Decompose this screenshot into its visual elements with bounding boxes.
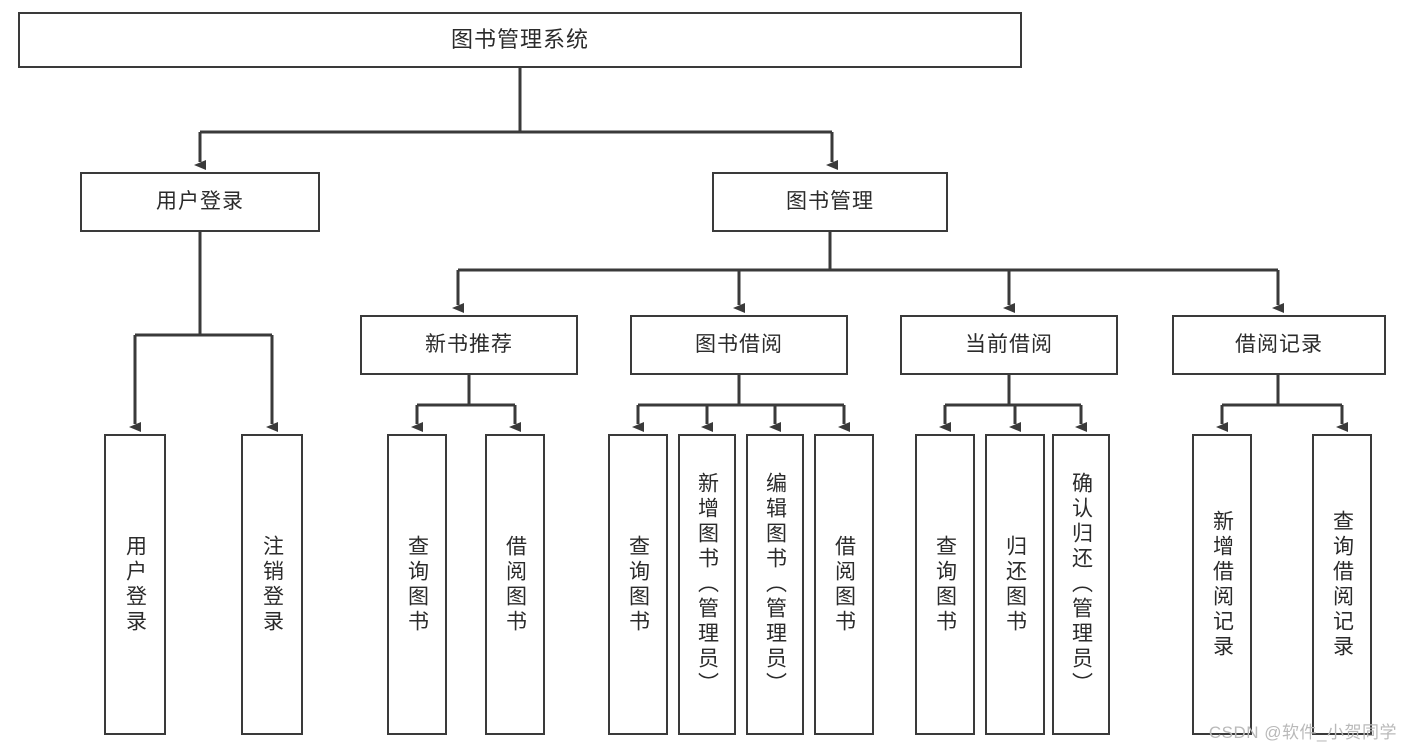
- node-current-borrow[interactable]: 当前借阅: [900, 315, 1118, 375]
- node-current-borrow-label: 当前借阅: [965, 332, 1053, 356]
- node-cb-return-book-label: 归还图书: [1003, 534, 1027, 635]
- node-nb-query-book[interactable]: 查询图书: [387, 434, 447, 735]
- node-new-book-recommend-label: 新书推荐: [425, 332, 513, 356]
- node-bb-borrow-book[interactable]: 借阅图书: [814, 434, 874, 735]
- node-cb-query-book[interactable]: 查询图书: [915, 434, 975, 735]
- node-nb-borrow-book[interactable]: 借阅图书: [485, 434, 545, 735]
- node-user-login-label: 用户登录: [156, 189, 244, 213]
- node-borrow-record[interactable]: 借阅记录: [1172, 315, 1386, 375]
- node-bb-add-book-label: 新增图书（管理员）: [695, 472, 719, 697]
- node-br-add-record[interactable]: 新增借阅记录: [1192, 434, 1252, 735]
- node-bb-edit-book[interactable]: 编辑图书（管理员）: [746, 434, 804, 735]
- node-book-management[interactable]: 图书管理: [712, 172, 948, 232]
- node-user-login-do-label: 用户登录: [123, 534, 147, 635]
- node-book-management-label: 图书管理: [786, 189, 874, 213]
- node-user-login[interactable]: 用户登录: [80, 172, 320, 232]
- node-user-login-do[interactable]: 用户登录: [104, 434, 166, 735]
- node-cb-confirm-return-label: 确认归还（管理员）: [1069, 472, 1093, 697]
- node-bb-edit-book-label: 编辑图书（管理员）: [763, 472, 787, 697]
- node-book-borrow[interactable]: 图书借阅: [630, 315, 848, 375]
- node-bb-add-book[interactable]: 新增图书（管理员）: [678, 434, 736, 735]
- node-user-logout[interactable]: 注销登录: [241, 434, 303, 735]
- node-nb-borrow-book-label: 借阅图书: [503, 534, 527, 635]
- node-br-query-record[interactable]: 查询借阅记录: [1312, 434, 1372, 735]
- node-bb-query-book[interactable]: 查询图书: [608, 434, 668, 735]
- node-nb-query-book-label: 查询图书: [405, 534, 429, 635]
- node-cb-return-book[interactable]: 归还图书: [985, 434, 1045, 735]
- watermark-text: CSDN @软件_小贺同学: [1208, 723, 1397, 742]
- node-bb-query-book-label: 查询图书: [626, 534, 650, 635]
- node-user-logout-label: 注销登录: [260, 534, 284, 635]
- node-cb-query-book-label: 查询图书: [933, 534, 957, 635]
- node-br-add-record-label: 新增借阅记录: [1210, 509, 1234, 660]
- node-root[interactable]: 图书管理系统: [18, 12, 1022, 68]
- node-book-borrow-label: 图书借阅: [695, 332, 783, 356]
- node-cb-confirm-return[interactable]: 确认归还（管理员）: [1052, 434, 1110, 735]
- node-new-book-recommend[interactable]: 新书推荐: [360, 315, 578, 375]
- node-borrow-record-label: 借阅记录: [1235, 332, 1323, 356]
- node-bb-borrow-book-label: 借阅图书: [832, 534, 856, 635]
- node-br-query-record-label: 查询借阅记录: [1330, 509, 1354, 660]
- node-root-label: 图书管理系统: [450, 27, 589, 53]
